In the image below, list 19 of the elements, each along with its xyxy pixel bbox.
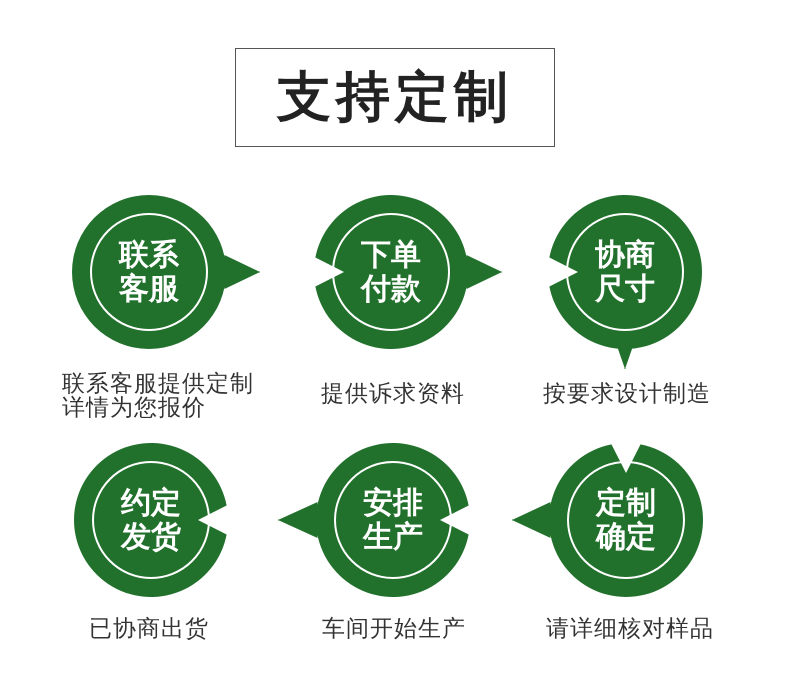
arrow (466, 255, 502, 289)
step-label: 约定发货 (120, 486, 182, 554)
step-label: 定制确定 (594, 486, 657, 554)
step-circle (72, 195, 226, 349)
step-label: 联系客服 (118, 238, 180, 306)
arrow (512, 502, 551, 538)
step-label: 安排生产 (362, 486, 424, 554)
step-caption: 请详细核对样品 (546, 616, 714, 640)
step-caption: 提供诉求资料 (321, 381, 465, 405)
step-caption: 已协商出货 (89, 616, 209, 640)
step-label: 协商尺寸 (594, 238, 656, 306)
step-caption: 车间开始生产 (322, 616, 466, 640)
arrow (278, 502, 318, 538)
step-label: 下单付款 (360, 238, 422, 306)
title-heading: 支持定制 (235, 48, 555, 147)
step-caption: 按要求设计制造 (543, 381, 711, 405)
step-caption: 联系客服提供定制详情为您报价 (62, 371, 255, 419)
arrow (618, 347, 632, 370)
arrow (224, 255, 260, 289)
